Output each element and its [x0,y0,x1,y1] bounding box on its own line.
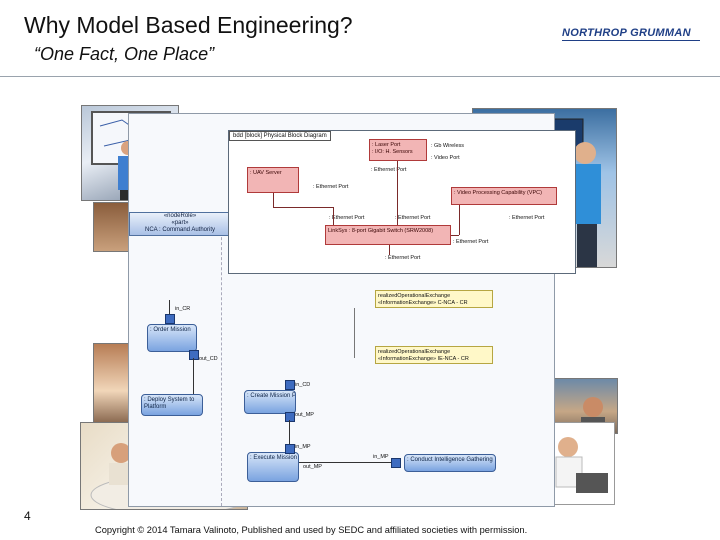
bdd-title: bdd [block] Physical Block Diagram [229,131,331,141]
node-role-header: «nodeRole» «part» NCA : Command Authorit… [129,212,231,236]
pin-label-in-cd: in_CD [295,382,311,388]
swimlane-divider [221,212,222,506]
connector-line [451,235,459,236]
copyright-notice: Copyright © 2014 Tamara Valinoto, Publis… [95,525,528,535]
action-create-mission-plan[interactable]: : Create Mission Plan [244,390,296,414]
port-label-wireless: : Gb Wireless [431,143,465,149]
action-order-mission[interactable]: : Order Mission [147,324,197,352]
action-deploy-system[interactable]: : Deploy System to Platform [141,394,203,416]
page-number: 4 [24,509,31,523]
pin-label-out-mp-2: out_MP [303,464,322,470]
company-logo: NORTHROP GRUMMAN [562,27,691,39]
block-video-processing[interactable]: : Video Processing Capability (VPC) [451,187,557,205]
pin-out-mp [285,412,295,422]
block-laser-sensor[interactable]: : Laser Port : I/O: H. Sensors [369,139,427,161]
worker-photo-left [93,343,133,423]
port-label-video: : Video Port [431,155,460,161]
flow-line [193,358,194,394]
pin-in-cd [285,380,295,390]
flow-line [354,308,355,358]
block-uav-server[interactable]: : UAV Server [247,167,299,193]
connector-line [273,193,274,207]
exchange-note-2: realizedOperationalExchange «Information… [375,346,493,364]
pin-in-cr [165,314,175,324]
connector-line [273,207,333,208]
pin-in-mp [285,444,295,454]
connector-line [397,161,398,225]
pin-in-mp-2 [391,458,401,468]
pin-label-out-cd: out_CD [199,356,218,362]
port-label-ethernet-mid-left: : Ethernet Port [329,215,365,221]
port-label-ethernet-top: : Ethernet Port [371,167,407,173]
block-gigabit-switch[interactable]: LinkSys : 8-port Gigabit Switch (SRW2008… [325,225,451,245]
header-divider [0,76,720,77]
port-label-ethernet-mid-right: : Ethernet Port [395,215,431,221]
exchange-note-1: realizedOperationalExchange «Information… [375,290,493,308]
port-label-ethernet-switch: : Ethernet Port [453,239,489,245]
port-label-ethernet-vpc: : Ethernet Port [509,215,545,221]
pin-label-in-mp: in_MP [295,444,311,450]
flow-line [169,300,170,314]
connector-line [459,205,460,235]
flow-line [289,420,290,444]
connector-line [333,207,334,225]
action-conduct-intelligence[interactable]: : Conduct Intelligence Gathering [404,454,496,472]
pin-out-cd [189,350,199,360]
pin-label-in-cr: in_CR [175,306,191,312]
pin-label-in-mp-2: in_MP [373,454,389,460]
slide-subtitle: “One Fact, One Place” [34,44,215,64]
logo-underline [562,40,700,41]
team-meeting-photo-top-left [93,202,133,252]
pin-label-out-mp: out_MP [295,412,314,418]
slide-title: Why Model Based Engineering? [24,12,353,38]
port-label-ethernet-bottom: : Ethernet Port [385,255,421,261]
flow-line [299,462,391,463]
connector-line [389,245,390,255]
action-execute-mission-plan[interactable]: : Execute Mission Plan [247,452,299,482]
port-label-ethernet-left: : Ethernet Port [313,184,349,190]
physical-block-diagram: bdd [block] Physical Block Diagram : Las… [228,130,576,274]
